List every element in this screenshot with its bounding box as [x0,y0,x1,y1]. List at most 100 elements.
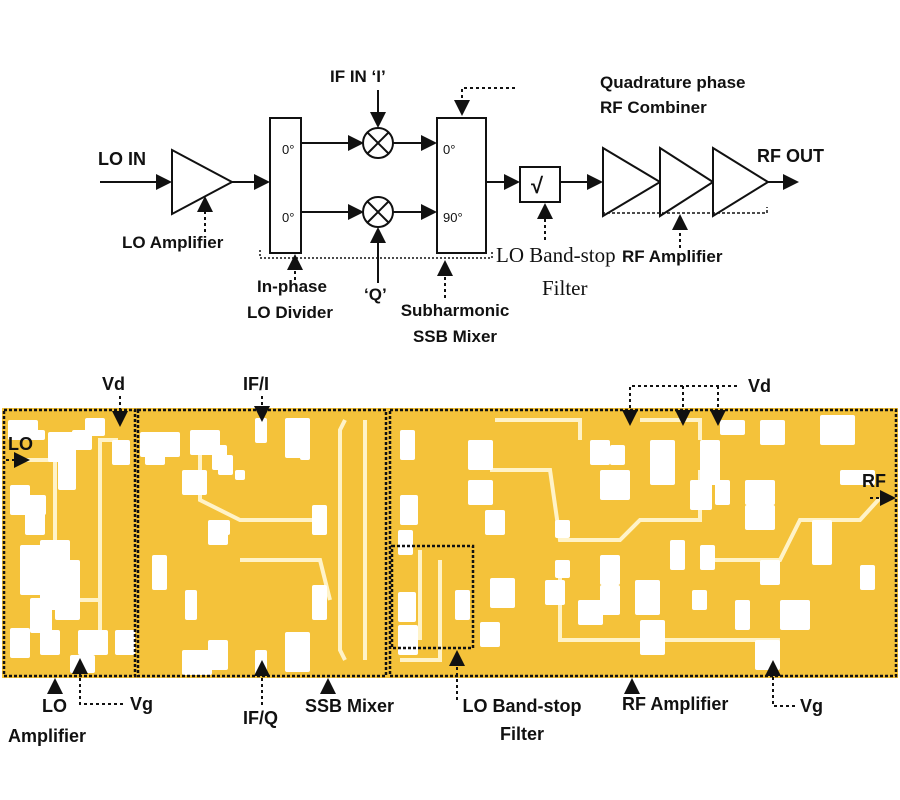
divider-label-line1: In-phase [257,277,327,296]
metal-pad [590,440,610,465]
vd-right-label: Vd [748,376,771,396]
metal-pad [78,630,108,655]
metal-pad [812,520,832,565]
rf-amp-stage3 [712,146,770,218]
block-diagram: LO IN 0° 0° IF IN ‘I’ ‘Q’ 0° 90° Quadrat… [98,67,824,346]
metal-pad [30,598,52,633]
ssb-mixer-chip-label: SSB Mixer [305,696,394,716]
metal-pad [700,545,715,570]
lo-divider-box [269,117,302,254]
metal-pad [400,495,418,525]
rf-amp-stage1 [602,146,662,218]
bandstop-filter-region [390,544,475,650]
metal-pad [610,445,625,465]
metal-pad [485,510,505,535]
lo-amplifier-region [2,408,137,678]
combiner-port-bottom: 90° [443,210,463,225]
vg-left-pointer [72,658,123,705]
lo-amplifier-chip-label-line1: LO [42,696,67,716]
vg-right-label: Vg [800,696,823,716]
metal-pad [218,455,233,475]
metal-pad [760,420,785,445]
metal-trace [495,418,582,440]
metal-pad [10,628,30,658]
bandstop-label-line1: LO Band-stop [496,243,616,267]
bandstop-chip-label-line2: Filter [500,724,544,744]
metal-pad [578,600,603,625]
combiner-port-top: 0° [443,142,455,157]
vg-left-label: Vg [130,694,153,714]
rf-amplifier-region [388,408,898,678]
metal-pad [312,505,327,535]
metal-pad [490,578,515,608]
metal-pad [28,495,46,515]
metal-pad [85,418,105,436]
chip-substrate [2,408,898,678]
metal-pad [145,445,165,465]
metal-trace [490,468,702,542]
ssb-mixer-region [136,408,388,678]
metal-pad [760,560,780,585]
metal-pad [185,590,197,620]
lo-amplifier-chip-label-line2: Amplifier [8,726,86,746]
metal-pad [755,640,780,670]
if-in-i-label: IF IN ‘I’ [330,67,386,86]
metal-pad [182,470,207,495]
bandstop-label-line2: Filter [542,276,588,300]
metal-pad [235,470,245,480]
quadrature-label-line1: Quadrature phase [600,73,746,92]
rf-port-label: RF [862,471,886,491]
metal-pad [690,480,712,510]
lo-amplifier-triangle [171,148,235,216]
metal-pad [10,485,30,515]
metal-pad [692,590,707,610]
rf-out-label: RF OUT [757,146,824,166]
metal-pad [300,450,310,460]
metal-pad [255,418,267,443]
metal-trace [400,560,442,662]
metal-trace [700,496,882,562]
metal-pad [745,480,775,505]
q-label: ‘Q’ [364,285,387,304]
metal-pad [285,418,310,458]
filter-symbol: √ [531,173,544,198]
lo-amplifier-label: LO Amplifier [122,233,224,252]
metal-pad [25,510,45,535]
bandstop-chip-label-line1: LO Band-stop [463,696,582,716]
metal-pad [312,585,327,620]
chip-pads [8,415,875,675]
chip-annotations: Vd IF/I Vd LO RF LO Amplifier Vg IF/Q SS… [6,374,896,746]
metal-pad [55,560,80,620]
bandstop-filter-box [519,166,561,203]
metal-pad [555,520,570,538]
vg-right-pointer [765,660,795,707]
rf-combiner-box [436,117,487,254]
metal-pad [398,530,413,555]
metal-pad [735,600,750,630]
metal-pad [720,420,745,435]
metal-pad [640,620,665,655]
metal-pad [860,565,875,590]
metal-pad [555,560,570,578]
metal-pad [40,630,60,655]
metal-pad [400,430,415,460]
metal-pad [208,640,228,670]
metal-pad [745,505,775,530]
metal-pad [182,650,212,675]
metal-pad [468,480,493,505]
divider-port-bottom: 0° [282,210,294,225]
metal-pad [285,632,310,672]
metal-pad [58,452,76,490]
metal-pad [660,460,675,480]
metal-pad [152,555,167,590]
metal-trace [98,438,118,640]
metal-pad [115,630,135,655]
metal-pad [715,480,730,505]
ssb-mixer-label-line1: Subharmonic [401,301,510,320]
metal-pad [480,622,500,647]
metal-pad [30,430,45,440]
lo-in-label: LO IN [98,149,146,169]
metal-pad [600,555,620,585]
lo-port-label: LO [8,434,33,454]
